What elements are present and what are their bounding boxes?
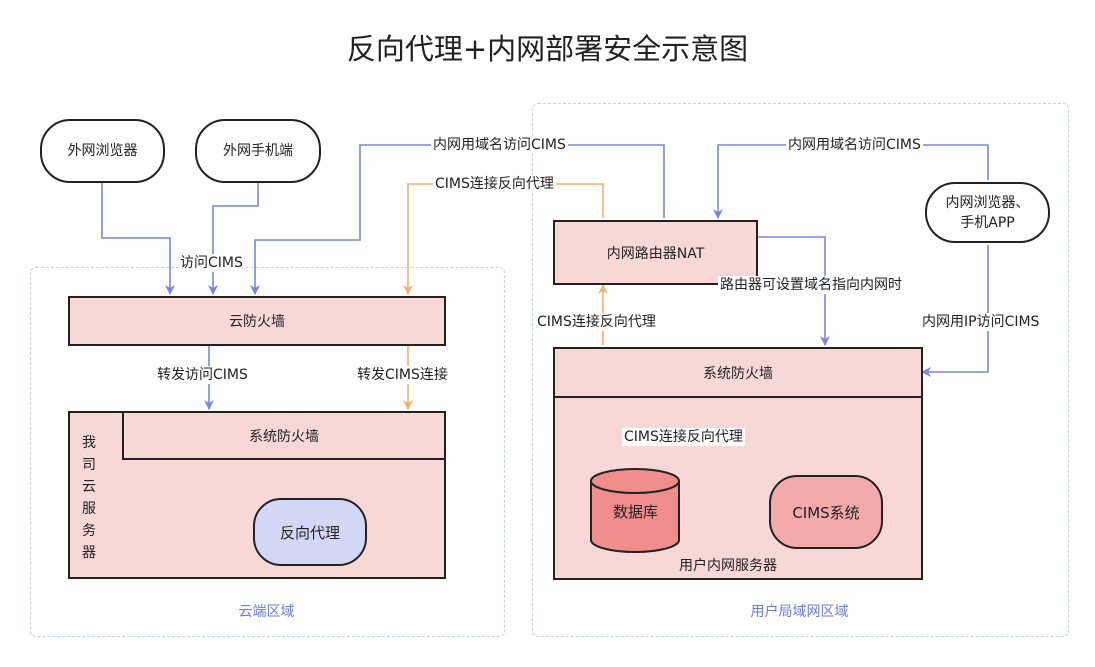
cloud-zone — [30, 267, 505, 637]
external-browser-node: 外网浏览器 — [40, 119, 165, 183]
label-access-cims: 访问CIMS — [178, 254, 245, 272]
label-lan-ip-access: 内网用IP访问CIMS — [920, 313, 1042, 331]
router-nat: 内网路由器NAT — [553, 220, 758, 285]
label-cims-reverse-inner: CIMS连接反向代理 — [622, 428, 745, 446]
lan-client-node: 内网浏览器、手机APP — [925, 182, 1050, 243]
lan-server-label: 用户内网服务器 — [679, 558, 777, 574]
cims-system-node: CIMS系统 — [769, 475, 883, 549]
external-mobile-node: 外网手机端 — [195, 119, 321, 183]
label-lan-domain-2: 内网用域名访问CIMS — [786, 136, 923, 154]
cloud-system-firewall: 系统防火墙 — [122, 411, 446, 460]
edge-lanclient-ip — [921, 245, 989, 377]
edge-router-to-cloudfw — [250, 144, 665, 295]
edge-mobile-to-firewall — [208, 181, 259, 295]
edge-browser-to-firewall — [101, 181, 175, 295]
cloud-zone-label: 云端区域 — [238, 604, 295, 620]
edge-router-to-lanfw — [756, 236, 830, 346]
lan-zone-label: 用户局域网区域 — [750, 604, 849, 620]
label-router-domain-note: 路由器可设置域名指向内网时 — [718, 276, 904, 294]
label-cims-reverse-mid: CIMS连接反向代理 — [535, 313, 658, 331]
lan-system-firewall: 系统防火墙 — [553, 347, 923, 398]
cloud-firewall: 云防火墙 — [68, 296, 446, 346]
lan-zone — [532, 103, 1069, 637]
diagram-title: 反向代理+内网部署安全示意图 — [346, 32, 749, 66]
label-forward-cims-conn: 转发CIMS连接 — [355, 366, 450, 384]
label-forward-access: 转发访问CIMS — [155, 366, 250, 384]
label-cims-reverse-top: CIMS连接反向代理 — [433, 175, 556, 193]
database-node — [590, 468, 680, 553]
database-label: 数据库 — [613, 503, 659, 521]
reverse-proxy-node: 反向代理 — [253, 498, 367, 566]
my-cloud-server-label: 我司云服务器 — [82, 435, 96, 561]
label-lan-domain-1: 内网用域名访问CIMS — [431, 136, 568, 154]
